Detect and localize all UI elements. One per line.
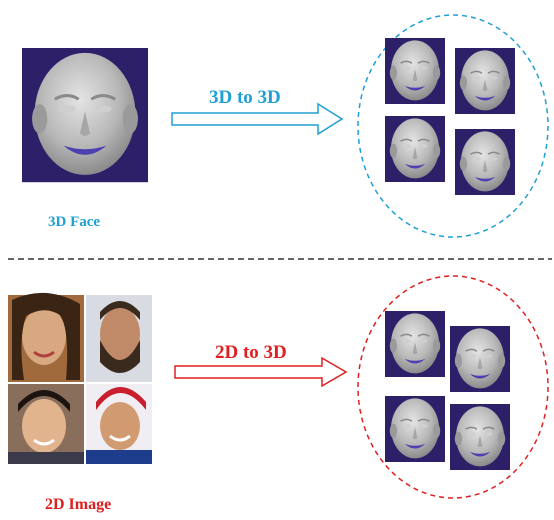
- output-mesh-bottom-4: [449, 403, 511, 471]
- source-label-3d-face: 3D Face: [48, 214, 101, 230]
- output-mesh-bottom-1: [384, 310, 446, 378]
- output-mesh-top-3: [384, 115, 446, 183]
- source-3d-face: [20, 46, 150, 184]
- arrow-2d-to-3d: [174, 356, 348, 388]
- output-mesh-bottom-2: [449, 325, 511, 393]
- output-mesh-bottom-3: [384, 395, 446, 463]
- face-photo-2: [86, 295, 152, 382]
- arrow-label-2d-to-3d: 2D to 3D: [215, 342, 287, 363]
- output-group-top-ellipse: [357, 14, 549, 238]
- face-photo-1: [8, 292, 84, 382]
- output-group-bottom-ellipse: [357, 275, 549, 499]
- source-label-2d-image: 2D Image: [45, 496, 112, 513]
- output-mesh-top-2: [454, 47, 516, 115]
- arrow-3d-to-3d: [171, 102, 344, 136]
- arrow-label-3d-to-3d: 3D to 3D: [209, 87, 281, 108]
- face-photo-4: [86, 384, 152, 464]
- output-mesh-top-1: [384, 37, 446, 105]
- source-2d-images: [8, 292, 152, 464]
- output-mesh-top-4: [454, 128, 516, 196]
- face-photo-3: [8, 384, 84, 464]
